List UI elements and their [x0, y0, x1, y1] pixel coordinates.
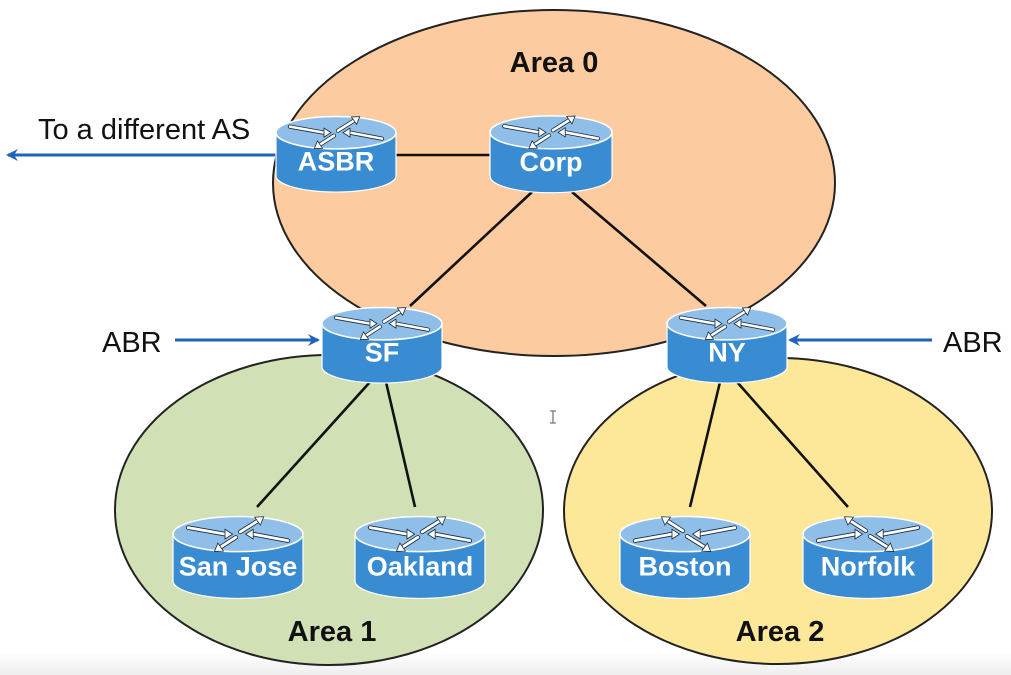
router-arrows-icon [815, 516, 921, 552]
router-top [666, 306, 788, 341]
router-label: San Jose [179, 551, 298, 581]
arrows-layer [6, 149, 932, 346]
router-label: Oakland [367, 551, 474, 581]
router-top [172, 515, 304, 553]
router-norfolk[interactable]: Norfolk [802, 513, 934, 600]
router-body [321, 323, 443, 384]
link-ny-norfolk [736, 381, 849, 508]
router-label: SF [365, 338, 400, 368]
abr-left-label: ABR [102, 327, 162, 359]
link-sf-oakland [384, 381, 417, 508]
router-body [275, 132, 397, 193]
link-corp-ny [571, 191, 707, 307]
router-arrows-icon [678, 307, 776, 341]
router-top [354, 515, 486, 553]
router-arrows-icon [333, 307, 431, 341]
area-1-label: Area 1 [288, 616, 377, 648]
abr-right-label: ABR [943, 327, 1003, 359]
router-label: NY [708, 338, 746, 368]
router-arrows-icon [632, 516, 738, 552]
router-arrows-icon [502, 115, 600, 150]
labels-layer: Area 0 Area 1 Area 2 To a different AS A… [38, 47, 1003, 648]
text-cursor-icon [550, 410, 556, 424]
link-sf-sanjose [256, 381, 371, 508]
router-arrows-icon [287, 116, 385, 150]
router-top [802, 515, 934, 553]
area-0-label: Area 0 [510, 47, 599, 79]
router-boston[interactable]: Boston [619, 513, 751, 600]
router-body [802, 533, 934, 600]
router-sanjose[interactable]: San Jose [172, 513, 304, 600]
router-body [666, 323, 788, 384]
router-sf[interactable]: SF [321, 304, 443, 384]
router-asbr[interactable]: ASBR [275, 113, 397, 193]
router-arrows-icon [367, 516, 473, 552]
router-ny[interactable]: NY [666, 304, 788, 384]
router-label: Norfolk [821, 551, 916, 581]
link-corp-sf [409, 191, 533, 307]
router-body [172, 533, 304, 600]
router-top [321, 306, 443, 341]
router-body [489, 131, 613, 194]
router-top [489, 115, 613, 150]
router-body [619, 533, 751, 600]
area-2-label: Area 2 [736, 616, 825, 648]
router-oakland[interactable]: Oakland [354, 513, 486, 600]
router-arrows-icon [185, 516, 291, 552]
external-as-label: To a different AS [38, 114, 250, 146]
link-ny-boston [688, 381, 722, 508]
router-body [354, 533, 486, 600]
router-top [619, 515, 751, 553]
router-label: Corp [520, 147, 583, 177]
router-label: Boston [639, 551, 732, 581]
router-label: ASBR [298, 147, 375, 177]
router-corp[interactable]: Corp [489, 112, 613, 194]
links-layer [256, 153, 849, 508]
router-top [275, 115, 397, 150]
